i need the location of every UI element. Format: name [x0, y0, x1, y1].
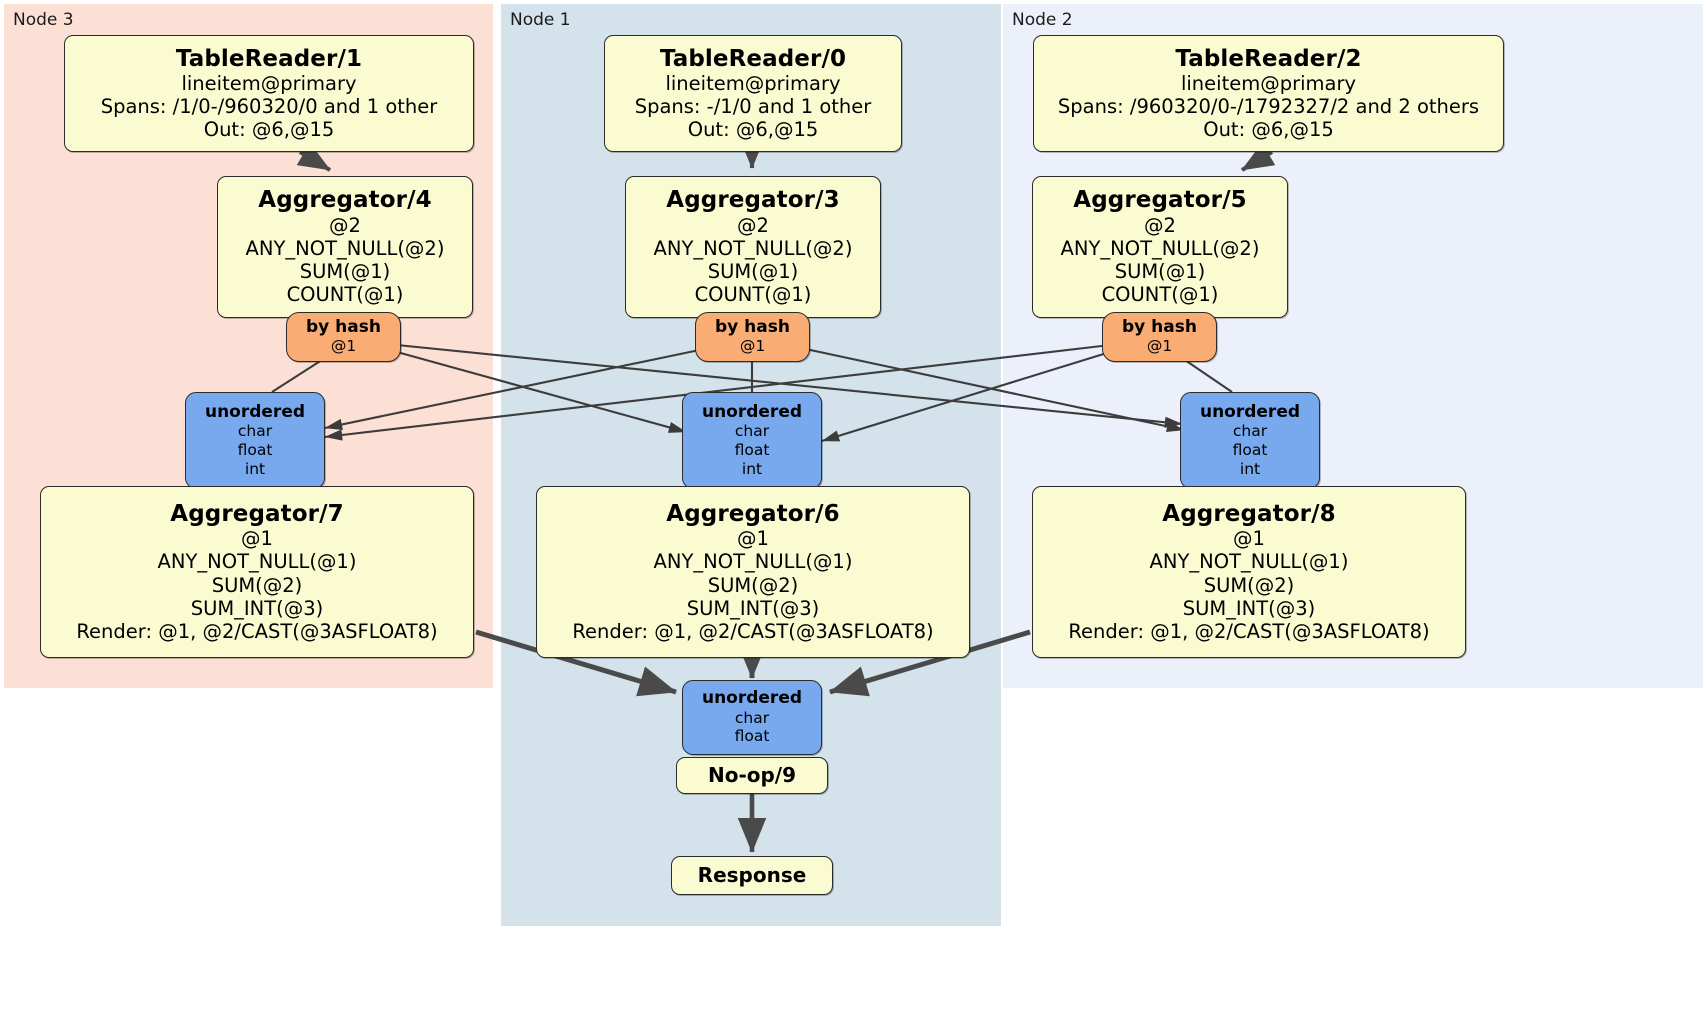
- node-line: ANY_NOT_NULL(@2): [1060, 236, 1260, 260]
- router-by-hash-node1[interactable]: by hash @1: [695, 312, 810, 362]
- node-line: SUM(@2): [1203, 573, 1295, 597]
- processor-aggregator-8[interactable]: Aggregator/8 @1 ANY_NOT_NULL(@1) SUM(@2)…: [1032, 486, 1466, 658]
- processor-aggregator-5[interactable]: Aggregator/5 @2 ANY_NOT_NULL(@2) SUM(@1)…: [1032, 176, 1288, 318]
- node-title: Aggregator/3: [666, 187, 840, 214]
- router-title: unordered: [1199, 401, 1301, 422]
- node-line: ANY_NOT_NULL(@1): [1149, 550, 1349, 574]
- node-line: @1: [737, 527, 769, 551]
- node-title: Aggregator/4: [258, 187, 432, 214]
- router-title: by hash: [1122, 316, 1197, 337]
- node-panel-label-node2: Node 2: [1012, 10, 1073, 30]
- node-line: SUM(@1): [299, 260, 391, 284]
- node-line-render: Render: @1, @2/CAST(@3ASFLOAT8): [572, 619, 934, 643]
- router-unordered-node3[interactable]: unordered char float int: [185, 392, 325, 489]
- node-line: ANY_NOT_NULL(@2): [653, 236, 853, 260]
- router-line: char: [1232, 422, 1268, 441]
- processor-tablereader-1[interactable]: TableReader/1 lineitem@primary Spans: /1…: [64, 35, 474, 152]
- router-line: int: [244, 459, 266, 478]
- node-title: Aggregator/5: [1073, 187, 1247, 214]
- node-line: Out: @6,@15: [1203, 118, 1334, 142]
- node-line-render: Render: @1, @2/CAST(@3ASFLOAT8): [1068, 619, 1430, 643]
- router-line: int: [1239, 459, 1261, 478]
- node-line: SUM(@2): [211, 573, 303, 597]
- router-unordered-final[interactable]: unordered char float: [682, 680, 822, 755]
- node-title: TableReader/0: [659, 45, 847, 72]
- node-panel-label-node3: Node 3: [13, 10, 74, 30]
- node-line: COUNT(@1): [286, 283, 404, 307]
- node-title: Aggregator/6: [666, 500, 840, 527]
- node-line: Spans: /960320/0-/1792327/2 and 2 others: [1057, 95, 1480, 118]
- router-line: @1: [1146, 337, 1173, 356]
- node-title: TableReader/2: [1175, 45, 1362, 72]
- node-line: @2: [1144, 213, 1176, 237]
- router-line: char: [734, 422, 770, 441]
- router-line: char: [237, 422, 273, 441]
- router-line: float: [734, 727, 770, 746]
- router-title: by hash: [306, 316, 381, 337]
- node-line: SUM_INT(@3): [1182, 596, 1316, 620]
- processor-aggregator-4[interactable]: Aggregator/4 @2 ANY_NOT_NULL(@2) SUM(@1)…: [217, 176, 473, 318]
- router-line: @1: [739, 337, 766, 356]
- node-line: lineitem@primary: [181, 71, 357, 95]
- node-line: SUM_INT(@3): [190, 596, 324, 620]
- router-line: char: [734, 708, 770, 727]
- node-title: Aggregator/7: [170, 500, 344, 527]
- node-line: Out: @6,@15: [203, 118, 335, 142]
- node-line: @2: [329, 213, 361, 237]
- processor-aggregator-3[interactable]: Aggregator/3 @2 ANY_NOT_NULL(@2) SUM(@1)…: [625, 176, 881, 318]
- node-line: lineitem@primary: [665, 71, 841, 95]
- router-line: float: [734, 440, 770, 459]
- router-unordered-node1[interactable]: unordered char float int: [682, 392, 822, 489]
- router-title: unordered: [204, 401, 306, 422]
- node-title: TableReader/1: [175, 45, 363, 72]
- node-line-render: Render: @1, @2/CAST(@3ASFLOAT8): [76, 619, 438, 643]
- node-line: Out: @6,@15: [687, 118, 819, 142]
- processor-aggregator-6[interactable]: Aggregator/6 @1 ANY_NOT_NULL(@1) SUM(@2)…: [536, 486, 970, 658]
- router-line: int: [741, 459, 763, 478]
- node-line: Spans: /1/0-/960320/0 and 1 other: [100, 95, 438, 118]
- processor-tablereader-0[interactable]: TableReader/0 lineitem@primary Spans: -/…: [604, 35, 902, 152]
- processor-aggregator-7[interactable]: Aggregator/7 @1 ANY_NOT_NULL(@1) SUM(@2)…: [40, 486, 474, 658]
- processor-noop-9[interactable]: No-op/9: [676, 757, 828, 794]
- node-title: Response: [697, 863, 807, 888]
- router-unordered-node2[interactable]: unordered char float int: [1180, 392, 1320, 489]
- node-line: @1: [1233, 527, 1265, 551]
- node-line: COUNT(@1): [694, 283, 812, 307]
- node-line: @1: [241, 527, 273, 551]
- node-line: Spans: -/1/0 and 1 other: [634, 95, 872, 118]
- node-line: SUM_INT(@3): [686, 596, 820, 620]
- node-line: SUM(@1): [707, 260, 799, 284]
- router-title: unordered: [701, 401, 803, 422]
- node-title: Aggregator/8: [1162, 500, 1336, 527]
- node-line: lineitem@primary: [1180, 71, 1357, 95]
- router-by-hash-node2[interactable]: by hash @1: [1102, 312, 1217, 362]
- router-line: float: [1232, 440, 1268, 459]
- node-line: SUM(@1): [1114, 260, 1206, 284]
- router-title: unordered: [701, 688, 803, 709]
- node-line: ANY_NOT_NULL(@1): [653, 550, 853, 574]
- node-line: @2: [737, 213, 769, 237]
- router-title: by hash: [715, 316, 790, 337]
- node-line: COUNT(@1): [1101, 283, 1219, 307]
- router-line: float: [237, 440, 273, 459]
- router-line: @1: [330, 337, 357, 356]
- router-by-hash-node3[interactable]: by hash @1: [286, 312, 401, 362]
- node-line: SUM(@2): [707, 573, 799, 597]
- node-line: ANY_NOT_NULL(@1): [157, 550, 357, 574]
- node-line: ANY_NOT_NULL(@2): [245, 236, 445, 260]
- node-panel-label-node1: Node 1: [510, 10, 571, 30]
- processor-response[interactable]: Response: [671, 856, 833, 895]
- node-title: No-op/9: [707, 763, 797, 788]
- processor-tablereader-2[interactable]: TableReader/2 lineitem@primary Spans: /9…: [1033, 35, 1504, 152]
